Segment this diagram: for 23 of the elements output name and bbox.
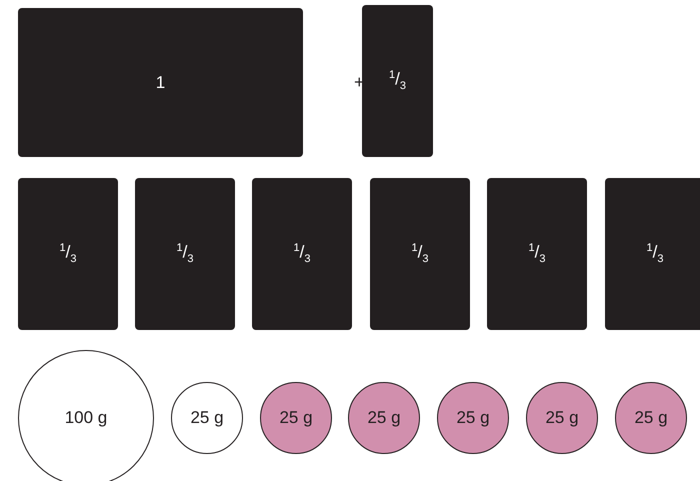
weight-label: 25 g: [634, 408, 668, 428]
weight-label: 25 g: [545, 408, 579, 428]
fraction-label: $^{1}$/$_{3}$: [412, 242, 428, 266]
fraction-label: $^{1}$/$_{3}$: [60, 242, 76, 266]
block: [252, 178, 352, 330]
fraction-label: 1: [156, 72, 166, 92]
block: [18, 8, 303, 157]
block: [605, 178, 700, 330]
block: [362, 5, 433, 157]
block: [135, 178, 235, 330]
weight-label: 100 g: [64, 408, 108, 428]
block: [370, 178, 470, 330]
weight-label: 25 g: [279, 408, 313, 428]
block: [487, 178, 587, 330]
fraction-label: $^{1}$/$_{3}$: [528, 242, 546, 266]
block: [18, 178, 118, 330]
fraction-label: $^{1}$/$_{3}$: [389, 69, 406, 93]
weight-label: 25 g: [190, 408, 224, 428]
weight-label: 25 g: [456, 408, 490, 428]
fraction-label: $^{1}$/$_{3}$: [646, 242, 664, 266]
weight-label: 25 g: [367, 408, 401, 428]
fraction-label: $^{1}$/$_{3}$: [176, 242, 194, 266]
fraction-label: $^{1}$/$_{3}$: [294, 242, 310, 266]
